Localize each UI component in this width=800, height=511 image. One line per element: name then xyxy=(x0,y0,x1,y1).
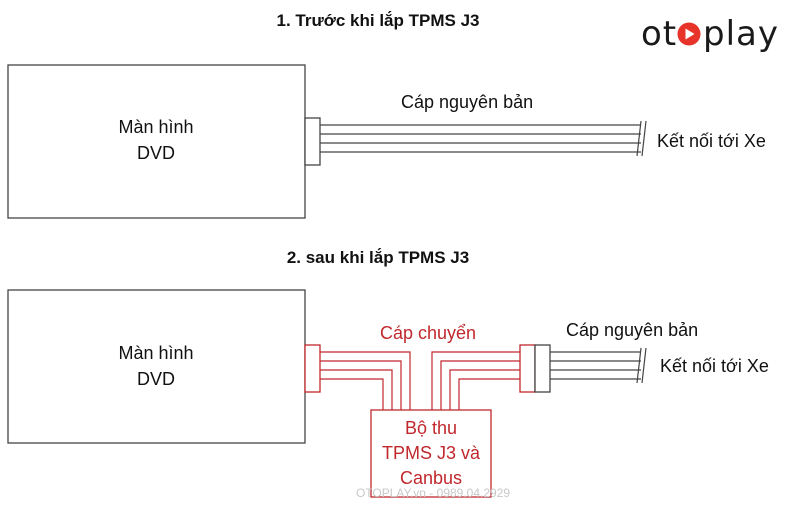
dvd-screen-box-1 xyxy=(7,64,306,219)
connector-1 xyxy=(304,117,321,166)
car-connection-label-1: Kết nối tới Xe xyxy=(657,131,766,151)
dvd-screen-label-2a: Màn hình xyxy=(118,343,193,363)
original-cable-label-1: Cáp nguyên bản xyxy=(401,92,533,112)
dvd-screen-label-2b: DVD xyxy=(137,369,175,389)
receiver-label-3: Canbus xyxy=(400,468,462,488)
watermark: OTOPLAY.vn - 0989.04.2929 xyxy=(356,486,510,500)
tpms-receiver-box xyxy=(370,409,492,498)
logo-text-end: play xyxy=(703,14,779,54)
section1-title: 1. Trước khi lắp TPMS J3 xyxy=(277,11,480,30)
original-cable-2 xyxy=(550,347,647,384)
otoplay-logo: ot play xyxy=(641,14,779,54)
logo-text-start: ot xyxy=(641,14,677,54)
adapter-connector-right xyxy=(519,344,536,393)
original-cable-label-2: Cáp nguyên bản xyxy=(566,320,698,340)
car-connection-label-2: Kết nối tới Xe xyxy=(660,356,769,376)
section2-title: 2. sau khi lắp TPMS J3 xyxy=(287,248,469,267)
adapter-connector-left xyxy=(304,344,321,393)
original-connector-2 xyxy=(534,344,551,393)
dvd-screen-box-2 xyxy=(7,289,306,444)
cable-break-mark-1 xyxy=(636,120,642,157)
dvd-screen-label-1b: DVD xyxy=(137,143,175,163)
receiver-label-2: TPMS J3 và xyxy=(382,443,481,463)
adapter-cable-right xyxy=(431,351,520,410)
dvd-screen-label-1a: Màn hình xyxy=(118,117,193,137)
receiver-label-1: Bộ thu xyxy=(405,418,457,438)
cable-break-mark-3 xyxy=(636,347,642,384)
adapter-cable-left xyxy=(320,351,411,410)
play-circle-icon xyxy=(677,22,701,46)
cable-break-mark-4 xyxy=(641,347,647,384)
adapter-cable-label: Cáp chuyển xyxy=(380,323,476,343)
cable-break-mark-2 xyxy=(641,120,647,157)
original-cable-1 xyxy=(320,120,647,157)
